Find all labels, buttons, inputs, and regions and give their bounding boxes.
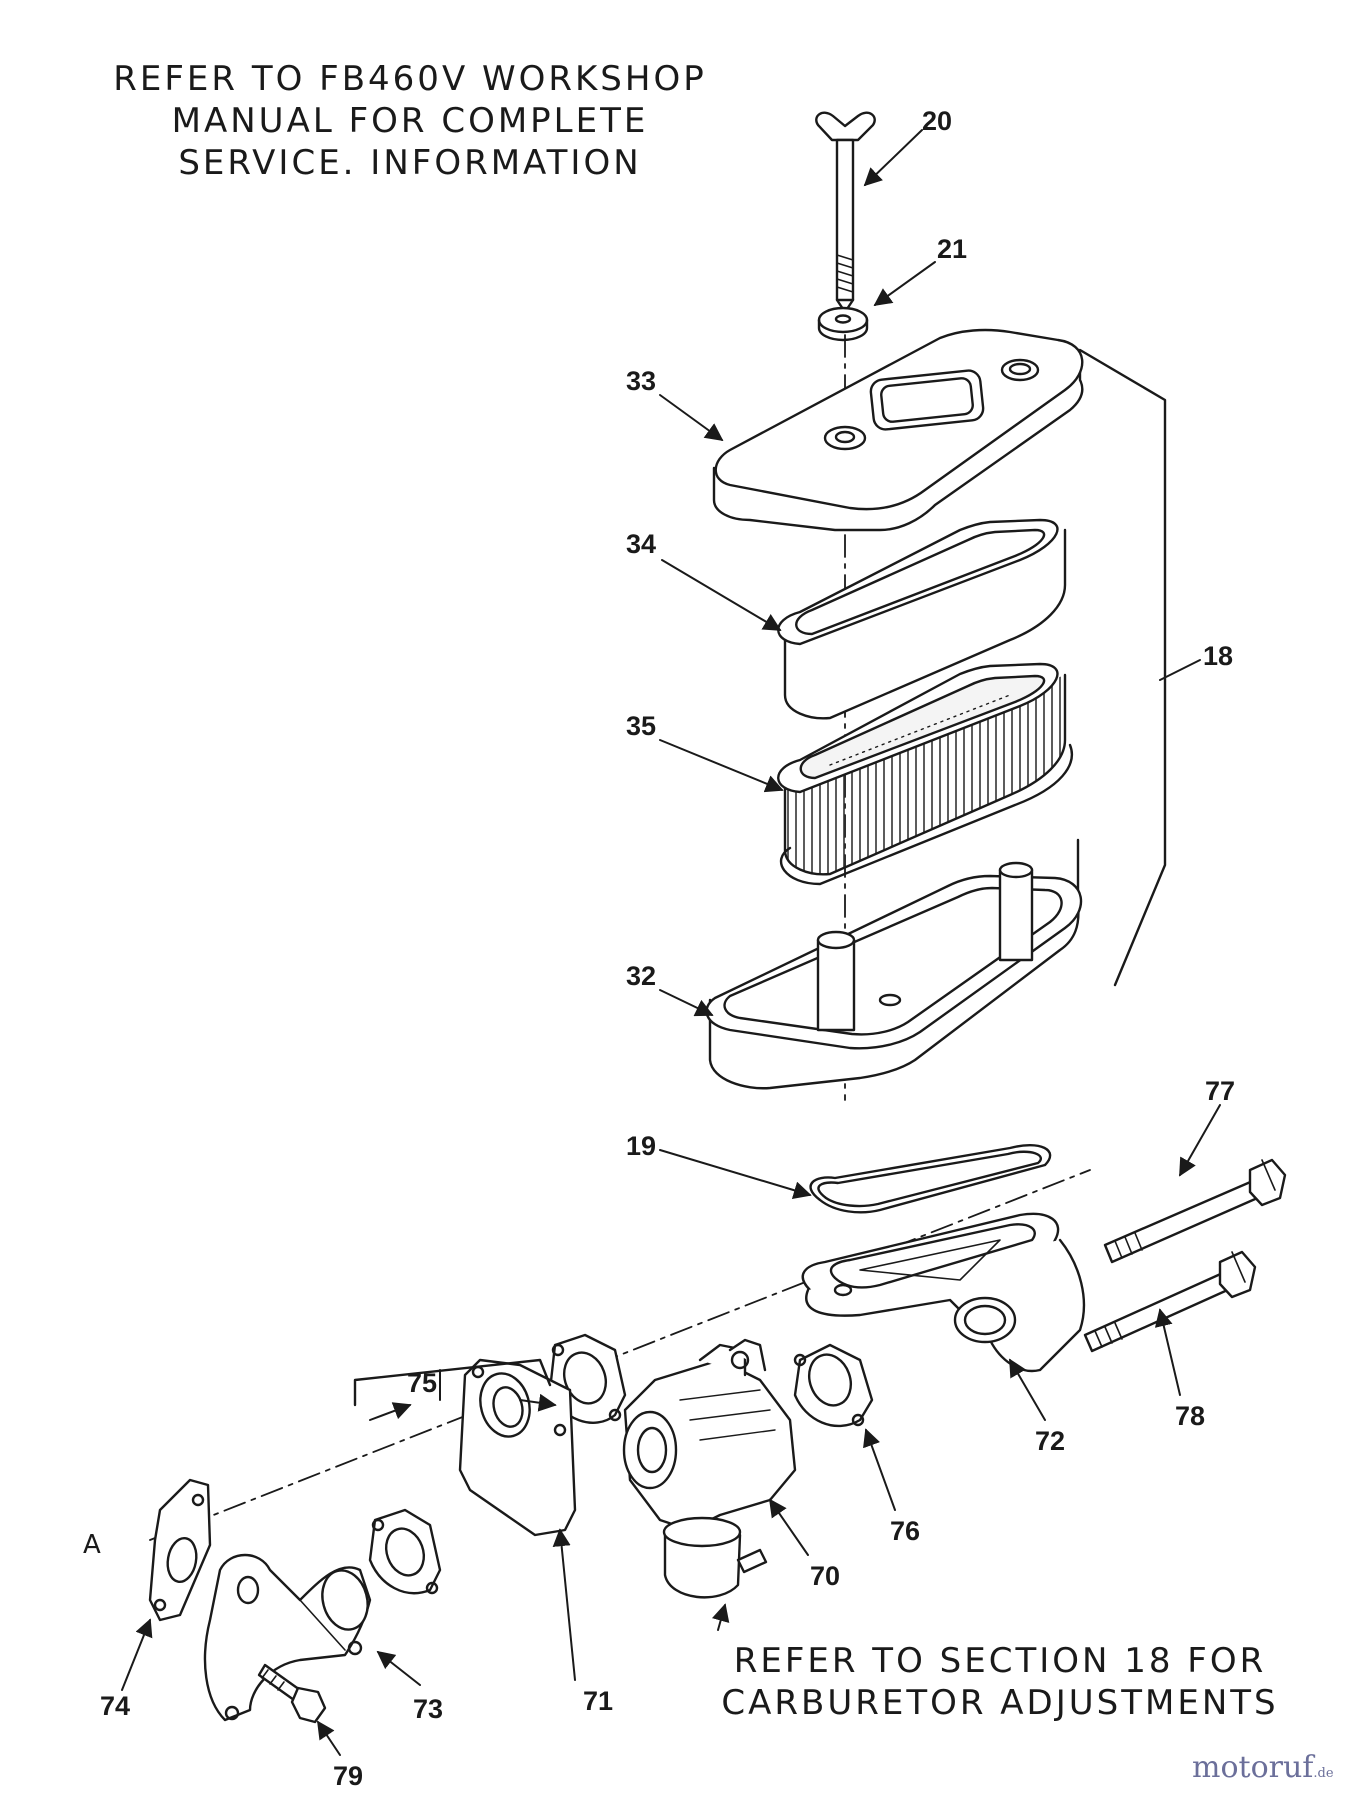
reference-label-a: A <box>83 1530 101 1560</box>
watermark-logo: motoruf.de <box>1192 1750 1334 1785</box>
wing-bolt-20 <box>815 111 876 314</box>
screw-79 <box>257 1663 327 1724</box>
carburetor-70 <box>622 1338 797 1599</box>
bolt-78 <box>1083 1250 1257 1353</box>
gasket-74 <box>148 1478 212 1622</box>
watermark-suffix: .de <box>1313 1766 1334 1781</box>
watermark-name: motoruf <box>1192 1750 1314 1785</box>
callout-72: 72 <box>1035 1426 1065 1456</box>
gasket-76 <box>793 1343 874 1428</box>
callout-34: 34 <box>626 529 656 559</box>
paper-filter-35 <box>777 662 1073 886</box>
callout-74: 74 <box>100 1691 130 1721</box>
spacer-plate-71 <box>458 1358 577 1537</box>
callout-33: 33 <box>626 366 656 396</box>
intake-axis <box>149 1169 1091 1541</box>
callout-73: 73 <box>413 1694 443 1724</box>
callout-21: 21 <box>937 234 967 264</box>
callout-32: 32 <box>626 961 656 991</box>
callout-labels: 20 21 33 34 35 18 32 19 77 78 72 75 76 7… <box>83 106 1235 1791</box>
bracket-75 <box>353 1358 552 1407</box>
air-cleaner-base-32 <box>705 838 1083 1090</box>
note-line: MANUAL FOR COMPLETE <box>171 101 649 141</box>
callout-75: 75 <box>407 1368 437 1398</box>
washer-21 <box>817 306 869 342</box>
leader-lines <box>121 129 1221 1756</box>
callout-35: 35 <box>626 711 656 741</box>
adapter-72 <box>801 1212 1086 1373</box>
bolt-77 <box>1103 1158 1287 1264</box>
carburetor-adjustment-note: REFER TO SECTION 18 FOR CARBURETOR ADJUS… <box>690 1640 1310 1724</box>
bracket-18 <box>1078 348 1167 987</box>
callout-19: 19 <box>626 1131 656 1161</box>
callout-79: 79 <box>333 1761 363 1791</box>
air-cleaner-cover-33 <box>712 328 1084 532</box>
note-line: CARBURETOR ADJUSTMENTS <box>721 1683 1279 1723</box>
gasket-19 <box>809 1143 1052 1214</box>
note-line: REFER TO SECTION 18 FOR <box>733 1641 1267 1681</box>
callout-71: 71 <box>583 1686 613 1716</box>
callout-76: 76 <box>890 1516 920 1546</box>
callout-20: 20 <box>922 106 952 136</box>
callout-18: 18 <box>1203 641 1233 671</box>
note-line: REFER TO FB460V WORKSHOP <box>113 59 707 99</box>
callout-70: 70 <box>810 1561 840 1591</box>
gasket-75-left <box>368 1508 442 1595</box>
workshop-manual-note: REFER TO FB460V WORKSHOP MANUAL FOR COMP… <box>70 58 750 184</box>
intake-elbow-73 <box>203 1553 372 1722</box>
callout-78: 78 <box>1175 1401 1205 1431</box>
note-line: SERVICE. INFORMATION <box>178 143 642 183</box>
callout-77: 77 <box>1205 1076 1235 1106</box>
